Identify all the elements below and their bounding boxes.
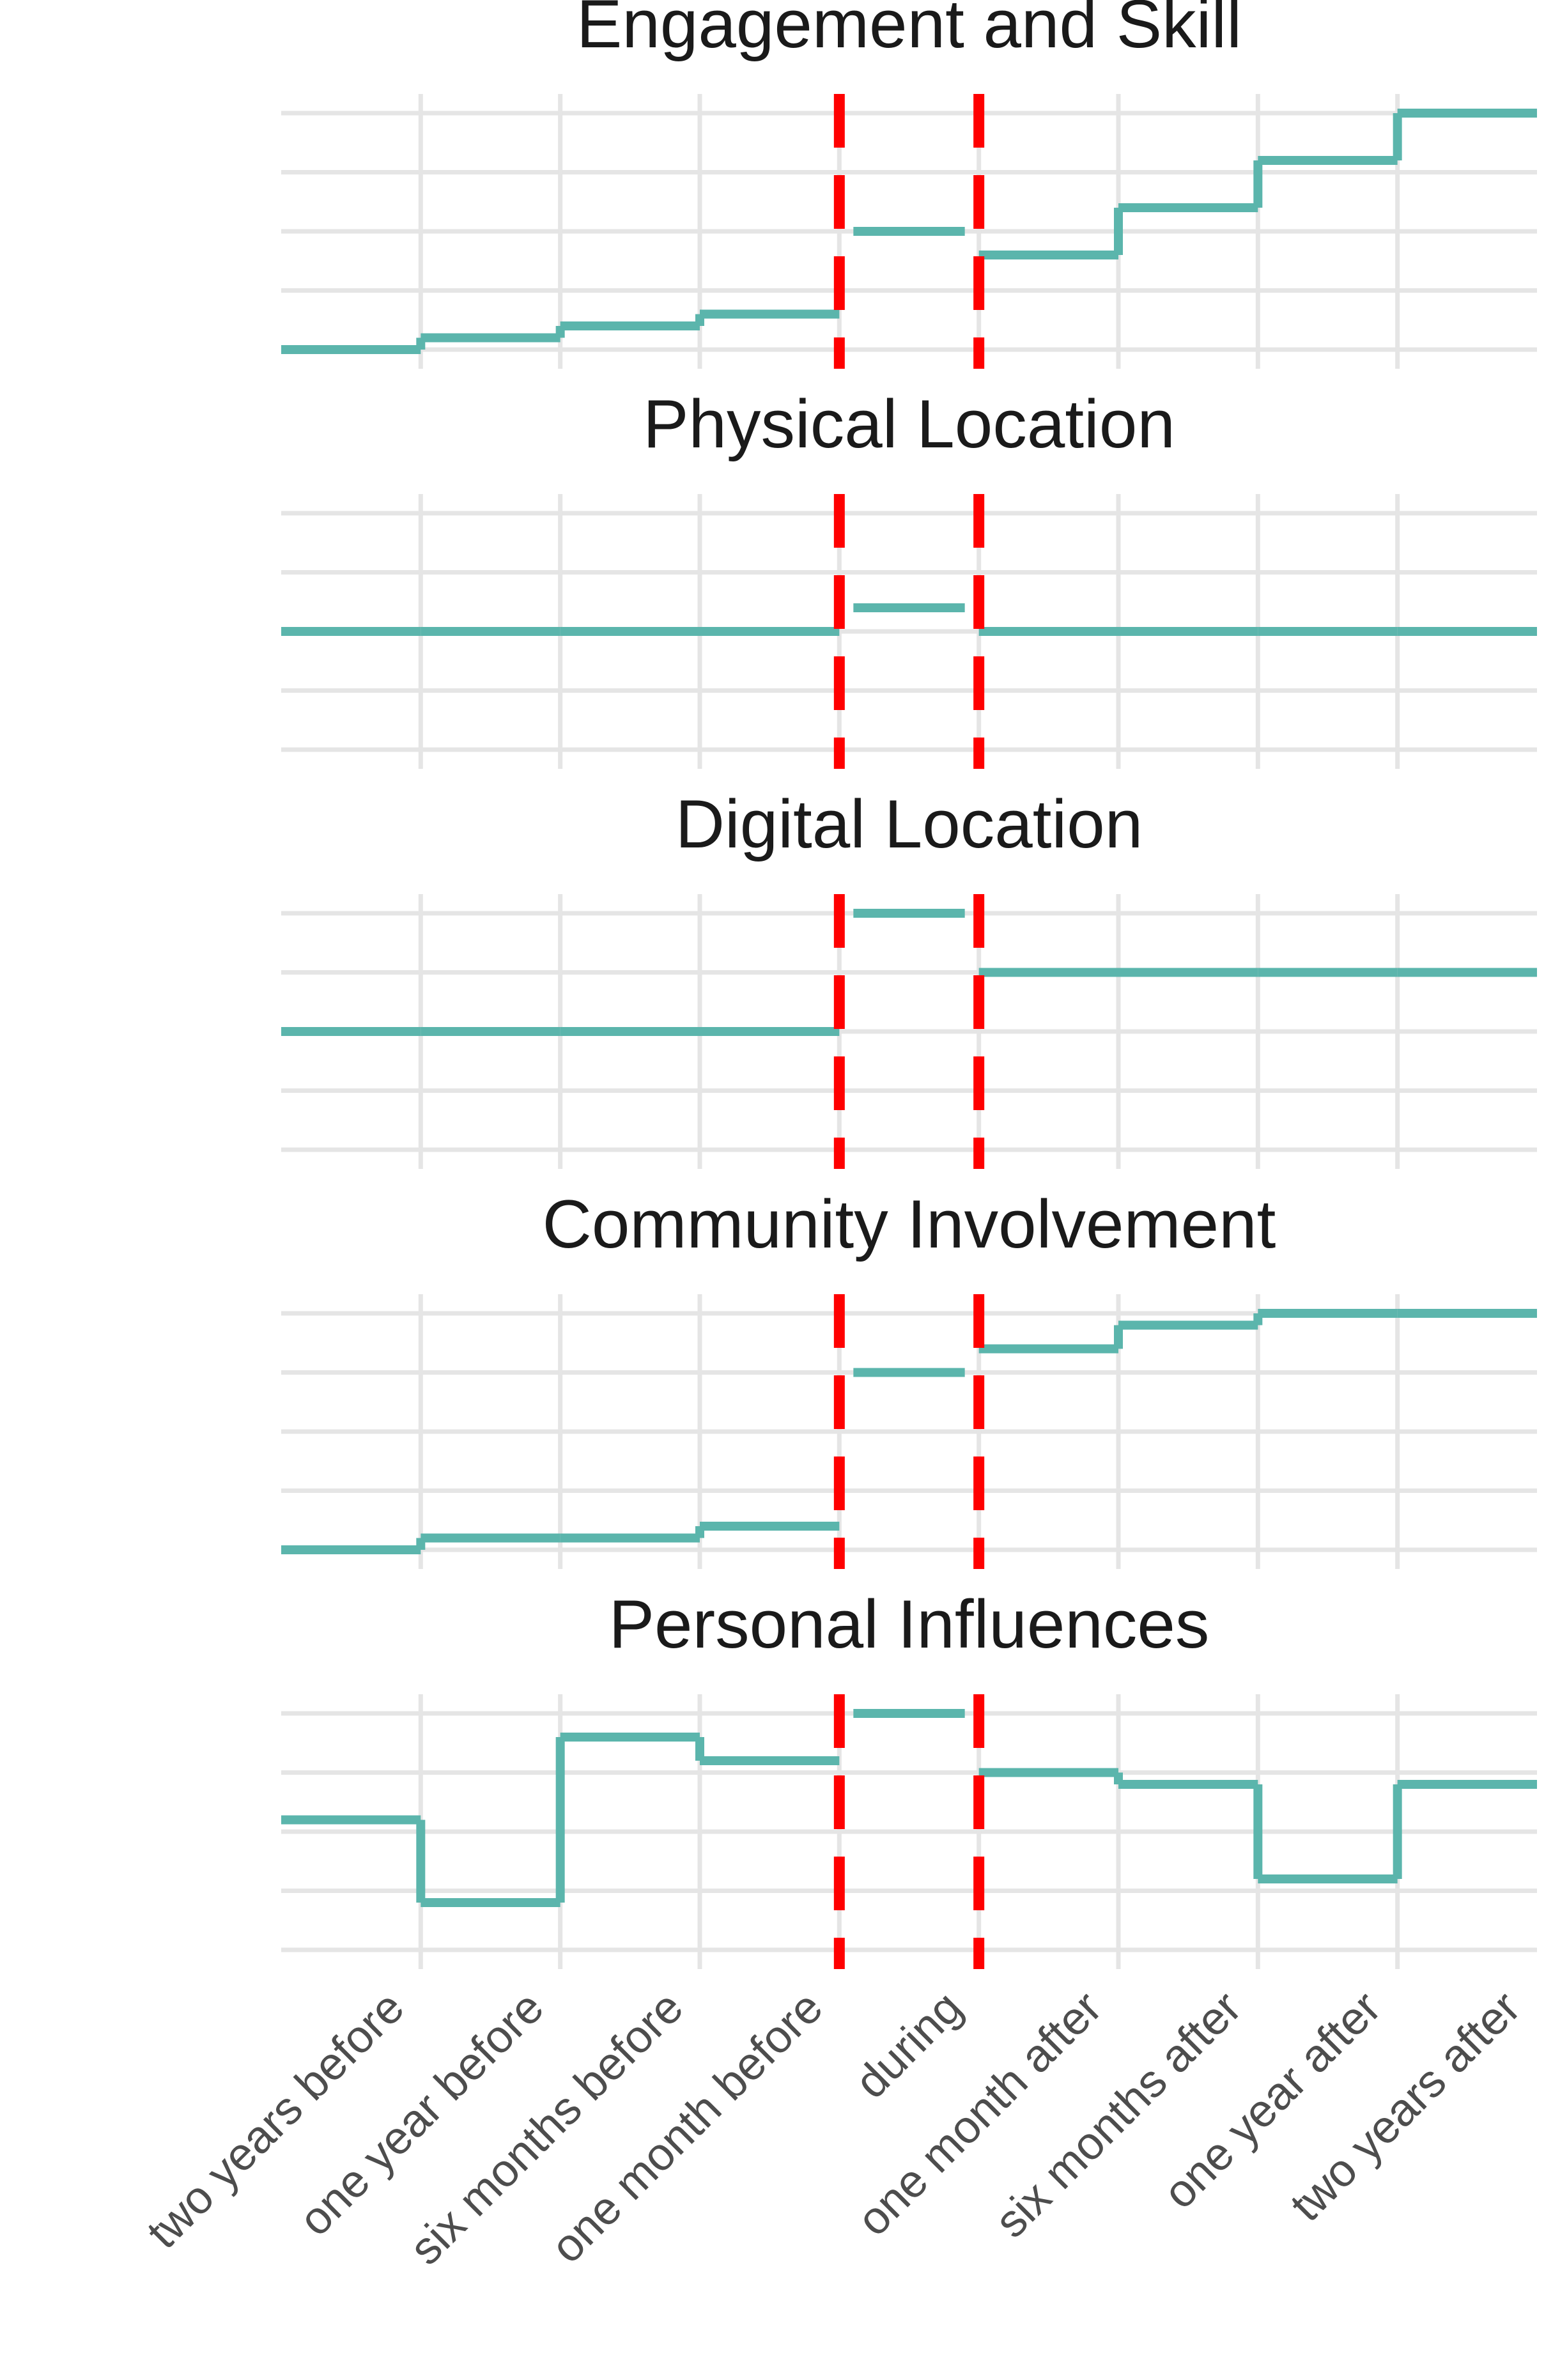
x-tick-label: one year before: [290, 1982, 553, 2246]
panel-title: Physical Location: [643, 385, 1175, 462]
panel-title: Engagement and Skill: [576, 0, 1242, 62]
panel-1: Engagement and Skill: [281, 0, 1537, 369]
panel-title: Digital Location: [676, 785, 1143, 862]
panel-3: Digital Location: [281, 785, 1537, 1169]
panel-title: Personal Influences: [609, 1586, 1210, 1662]
panel-4: Community Involvement: [281, 1186, 1537, 1569]
x-tick-label: one month before: [541, 1982, 833, 2273]
x-tick-label: one month after: [847, 1982, 1111, 2246]
x-tick-label: two years before: [137, 1982, 414, 2259]
panel-title: Community Involvement: [543, 1186, 1276, 1262]
x-tick-label: during: [846, 1982, 972, 2108]
panel-5: Personal Influences: [281, 1586, 1537, 1969]
panel-2: Physical Location: [281, 385, 1537, 769]
x-tick-label: six months after: [985, 1982, 1251, 2248]
